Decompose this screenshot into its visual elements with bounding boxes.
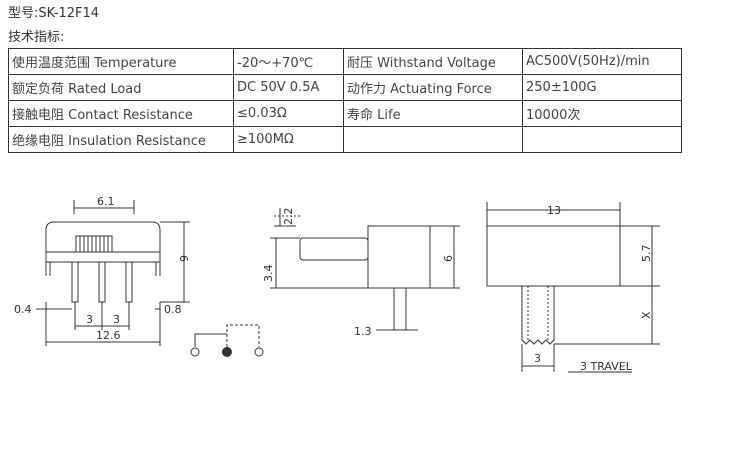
dim-label: 5.7 — [640, 245, 653, 263]
spec-value: AC500V(50Hz)/min — [522, 48, 682, 75]
spec-value: DC 50V 0.5A — [233, 74, 344, 101]
pin — [393, 287, 407, 331]
dim-label: 0.8 — [164, 303, 182, 316]
spec-label: 使用温度范围 Temperature — [8, 48, 234, 75]
model-number: 型号:SK-12F14 — [8, 6, 100, 21]
table-row: 额定负荷 Rated Load DC 50V 0.5A 动作力 Actuatin… — [8, 74, 682, 101]
spec-label: 动作力 Actuating Force — [343, 74, 523, 101]
spec-value: ≥100MΩ — [233, 126, 344, 153]
dim-label: 3 — [86, 313, 93, 326]
dim-label: 13 — [547, 204, 561, 217]
table-row: 使用温度范围 Temperature -20～+70℃ 耐压 Withstand… — [8, 48, 682, 75]
dim-label: 1.3 — [354, 325, 372, 338]
dim-label: 3 — [113, 313, 120, 326]
actuator — [299, 237, 369, 261]
actuator — [521, 286, 555, 345]
dim-label: 2.2 — [282, 208, 295, 226]
spec-label: 耐压 Withstand Voltage — [343, 48, 523, 75]
dim-label: 6 — [442, 255, 455, 262]
spec-label — [343, 126, 523, 153]
spec-label: 绝缘电阻 Insulation Resistance — [8, 126, 234, 153]
switch-body — [45, 221, 161, 263]
rear-view: 13 5.7 X 3 3 TRAVEL — [486, 202, 660, 373]
spec-value — [522, 126, 682, 153]
dim-label: 3.4 — [262, 265, 275, 283]
spec-value: 250±100G — [522, 74, 682, 101]
actuator — [75, 235, 113, 253]
dim-label: 12.6 — [96, 329, 121, 342]
tech-spec-label: 技术指标: — [8, 30, 65, 45]
spec-value: ≤0.03Ω — [233, 100, 344, 127]
side-view: 2.2 3.4 6 1.3 — [262, 208, 460, 338]
switch-body — [367, 225, 431, 289]
dim-label: 3 — [534, 352, 541, 365]
pin — [125, 261, 133, 303]
dim-label: 3 TRAVEL — [580, 360, 633, 373]
spec-label: 额定负荷 Rated Load — [8, 74, 234, 101]
dim-label: 0.4 — [14, 303, 32, 316]
front-view: 6.1 9 0.4 0.8 3 3 — [14, 195, 191, 346]
circuit-schematic — [190, 324, 264, 357]
pin — [98, 261, 106, 303]
pin — [71, 261, 79, 303]
dim-label: 9 — [178, 255, 191, 262]
switch-body — [486, 225, 621, 287]
table-row: 绝缘电阻 Insulation Resistance ≥100MΩ — [8, 126, 682, 153]
spec-table: 使用温度范围 Temperature -20～+70℃ 耐压 Withstand… — [8, 48, 682, 153]
dim-label: X — [640, 311, 653, 319]
dim-label: 6.1 — [97, 195, 115, 208]
